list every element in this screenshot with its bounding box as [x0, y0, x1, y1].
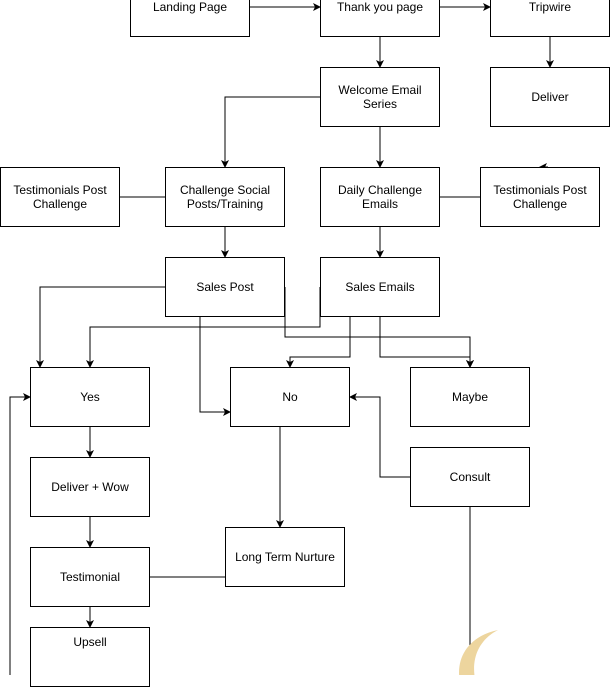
node-deliver-wow[interactable]: Deliver + Wow [30, 457, 150, 517]
node-yes[interactable]: Yes [30, 367, 150, 427]
node-label: Maybe [451, 390, 489, 404]
node-no[interactable]: No [230, 367, 350, 427]
node-thank-you-page[interactable]: Thank you page [320, 0, 440, 37]
node-testimonials-right[interactable]: Testimonials Post Challenge [480, 167, 600, 227]
node-label: Welcome Email Series [338, 83, 422, 111]
node-landing-page[interactable]: Landing Page [130, 0, 250, 37]
node-deliver[interactable]: Deliver [490, 67, 610, 127]
node-label: Landing Page [152, 0, 228, 14]
node-sales-post[interactable]: Sales Post [165, 257, 285, 317]
node-label: Upsell [73, 635, 107, 649]
node-label: No [282, 390, 298, 404]
node-label: Deliver [531, 90, 569, 104]
edge-salesemails-no [286, 317, 351, 368]
node-consult[interactable]: Consult [410, 447, 530, 507]
edge-salesemails-maybe [379, 317, 474, 368]
node-tripwire[interactable]: Tripwire [490, 0, 610, 37]
edge-loop-yes [9, 393, 31, 675]
node-label: Thank you page [336, 0, 424, 14]
node-label: Deliver + Wow [51, 480, 129, 494]
edge-salespost-yes [36, 286, 165, 368]
node-maybe[interactable]: Maybe [410, 367, 530, 427]
edge-consult-no [349, 393, 410, 478]
node-sales-emails[interactable]: Sales Emails [320, 257, 440, 317]
node-daily-challenge[interactable]: Daily Challenge Emails [320, 167, 440, 227]
edge-salespost-maybe [284, 287, 474, 368]
node-label: Tripwire [528, 0, 572, 14]
edge-salespost-no [199, 317, 231, 416]
node-testimonial[interactable]: Testimonial [30, 547, 150, 607]
node-welcome-email[interactable]: Welcome Email Series [320, 67, 440, 127]
node-label: Daily Challenge Emails [337, 183, 423, 211]
node-long-term-nurture[interactable]: Long Term Nurture [225, 527, 345, 587]
node-label: Challenge Social Posts/Training [179, 183, 271, 211]
node-label: Yes [80, 390, 100, 404]
node-label: Consult [449, 470, 491, 484]
node-label: Sales Emails [345, 280, 415, 294]
node-label: Sales Post [196, 279, 254, 294]
node-challenge-social[interactable]: Challenge Social Posts/Training [165, 167, 285, 227]
node-upsell[interactable]: Upsell [30, 627, 150, 687]
node-testimonials-left[interactable]: Testimonials Post Challenge [0, 167, 120, 227]
node-label: Testimonials Post Challenge [13, 183, 107, 211]
node-label: Testimonial [59, 570, 121, 584]
node-label: Long Term Nurture [235, 550, 335, 564]
edge-welcome-challenge [221, 96, 320, 168]
node-label: Testimonials Post Challenge [493, 183, 587, 211]
